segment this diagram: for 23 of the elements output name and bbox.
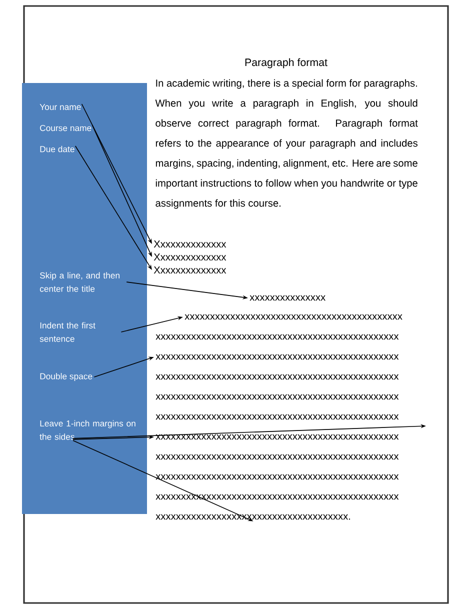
paragraph-text: In academic writing, there is a special form for paragraphs. When you write a paragraph in English, you should observe correct paragraph format. Paragraph format refers to the appearance of your paragraph and includes margins, spacing, indenting, alignment, etc. Here are some important instructions to follow when you handwrite or type assignments for this course. — [155, 79, 418, 209]
placeholder-text: xxxxxxxxxxxxxxxxxxxxxxxxxxxxxxxxxxxxxxxxxxx — [184, 314, 402, 320]
placeholder-text: Xxxxxxxxxxxxxx — [154, 254, 226, 260]
placeholder-text: xxxxxxxxxxxxxxx — [250, 295, 326, 301]
title: Paragraph format — [245, 58, 328, 68]
placeholder-text: xxxxxxxxxxxxxxxxxxxxxxxxxxxxxxxxxxxxxxxxxxxxxxxx — [156, 334, 399, 340]
annotation-text: Leave 1-inch margins on the sides — [40, 420, 136, 440]
placeholder-text: xxxxxxxxxxxxxxxxxxxxxxxxxxxxxxxxxxxxxxxxxxxxxxxx — [156, 394, 399, 400]
annotation-text: Course name — [40, 124, 92, 132]
annotation-text: Double space — [40, 372, 92, 382]
placeholder-text: Xxxxxxxxxxxxxx — [154, 266, 226, 274]
placeholder-text: xxxxxxxxxxxxxxxxxxxxxxxxxxxxxxxxxxxxxxxxxxxxxxxx — [156, 354, 399, 360]
placeholder-text: xxxxxxxxxxxxxxxxxxxxxxxxxxxxxxxxxxxxxxxxxxxxxxxx — [156, 414, 399, 420]
annotation-text: Your name — [40, 104, 81, 110]
placeholder-text: xxxxxxxxxxxxxxxxxxxxxxxxxxxxxxxxxxxxxxxxxxxxxxxx — [156, 454, 399, 460]
placeholder-text: xxxxxxxxxxxxxxxxxxxxxxxxxxxxxxxxxxxxxxxxxxxxxxxx — [156, 474, 399, 480]
sidebar-panel — [22, 83, 147, 514]
annotation-text: Due date — [40, 146, 74, 152]
annotation-text: Indent the first sentence — [40, 322, 96, 342]
placeholder-text: xxxxxxxxxxxxxxxxxxxxxxxxxxxxxxxxxxxxxxxxxxxxxxxx — [156, 434, 399, 440]
placeholder-text: Xxxxxxxxxxxxxx — [154, 240, 226, 248]
placeholder-text: xxxxxxxxxxxxxxxxxxxxxxxxxxxxxxxxxxxxxxxxxxxxxxxx — [156, 374, 399, 380]
annotation-text: Skip a line, and then center the title — [40, 272, 120, 292]
